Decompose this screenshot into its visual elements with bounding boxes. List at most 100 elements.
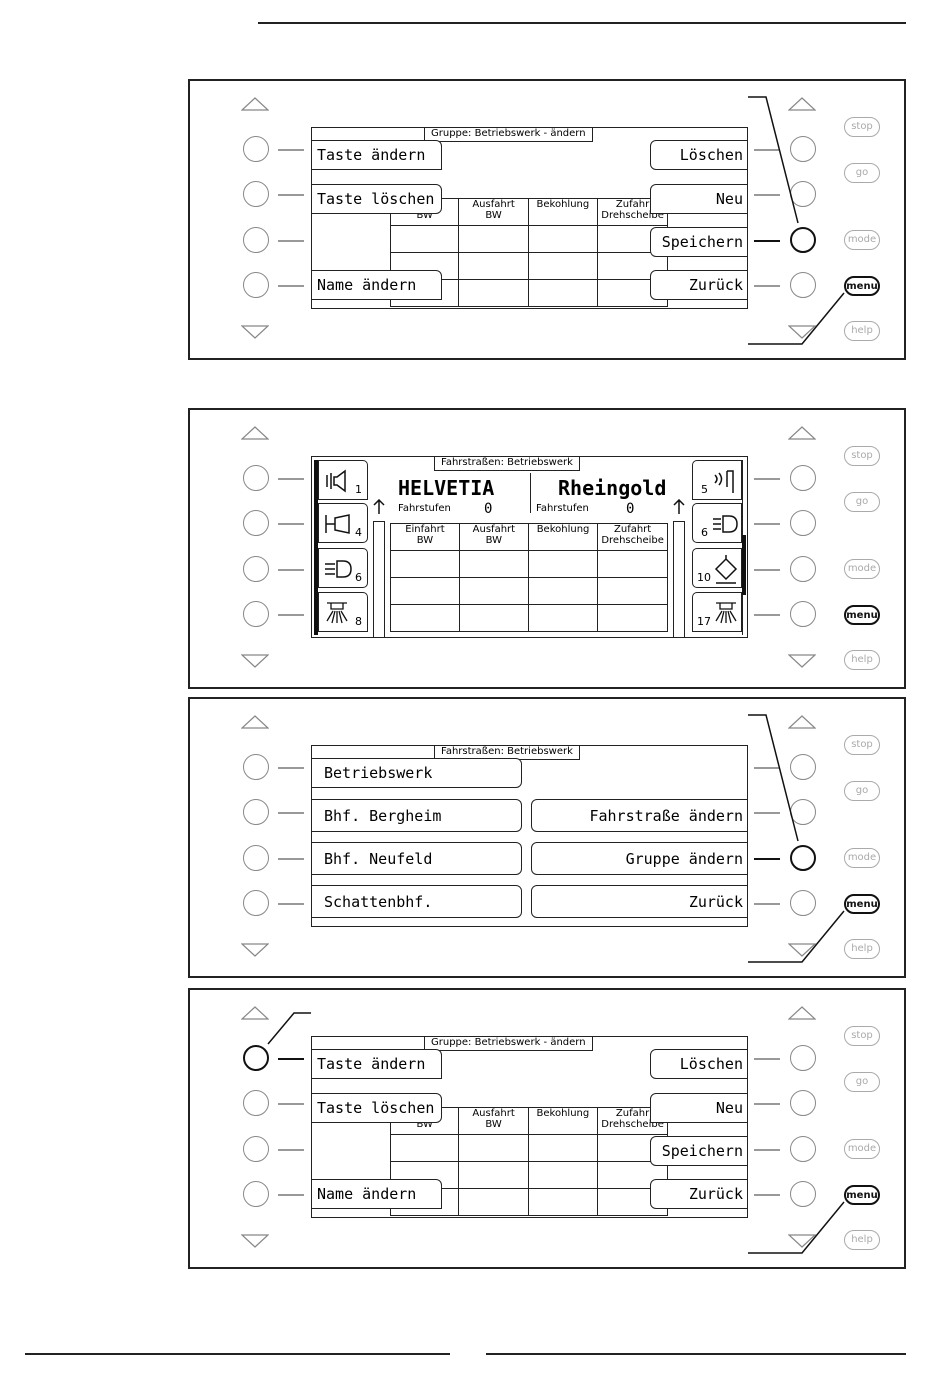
function-key-bell[interactable]: 5 xyxy=(692,460,742,500)
function-key-turntable[interactable]: 10 xyxy=(692,548,742,588)
function-key-sound[interactable]: 1 xyxy=(318,460,368,500)
function-key-headlight[interactable]: 6 xyxy=(318,548,368,588)
softkey-right-3[interactable] xyxy=(790,227,816,253)
group-item-bhf-bergheim[interactable]: Bhf. Bergheim xyxy=(312,799,522,832)
table-cell xyxy=(458,604,529,632)
stop-button[interactable]: stop xyxy=(844,117,880,137)
softkey-right-4[interactable] xyxy=(790,890,816,916)
softkey-right-2[interactable] xyxy=(790,1090,816,1116)
taste-loeschen-button[interactable]: Taste löschen xyxy=(312,1093,442,1123)
speichern-button[interactable]: Speichern xyxy=(650,1136,747,1166)
softkey-right-1[interactable] xyxy=(790,1045,816,1071)
go-button[interactable]: go xyxy=(844,163,880,183)
function-key-horn[interactable]: 4 xyxy=(318,503,368,543)
function-key-lamp-right[interactable]: 17 xyxy=(692,592,742,632)
up-arrow-icon[interactable] xyxy=(241,97,269,111)
up-arrow-icon[interactable] xyxy=(788,97,816,111)
up-arrow-icon[interactable] xyxy=(788,715,816,729)
softkey-left-3[interactable] xyxy=(243,227,269,253)
group-item-bhf-neufeld[interactable]: Bhf. Neufeld xyxy=(312,842,522,875)
down-arrow-icon[interactable] xyxy=(241,654,269,668)
name-aendern-button[interactable]: Name ändern xyxy=(312,270,442,300)
down-arrow-icon[interactable] xyxy=(788,943,816,957)
go-button[interactable]: go xyxy=(844,1072,880,1092)
softkey-left-3[interactable] xyxy=(243,845,269,871)
softkey-left-1[interactable] xyxy=(243,465,269,491)
help-button[interactable]: help xyxy=(844,1230,880,1250)
down-arrow-icon[interactable] xyxy=(241,943,269,957)
mode-button[interactable]: mode xyxy=(844,1139,880,1159)
mode-button[interactable]: mode xyxy=(844,848,880,868)
taste-aendern-button[interactable]: Taste ändern xyxy=(312,140,442,170)
menu-button[interactable]: menu xyxy=(844,894,880,914)
menu-button[interactable]: menu xyxy=(844,1185,880,1205)
softkey-right-4[interactable] xyxy=(790,272,816,298)
softkey-right-1[interactable] xyxy=(790,465,816,491)
taste-loeschen-button[interactable]: Taste löschen xyxy=(312,184,442,214)
speichern-button[interactable]: Speichern xyxy=(650,227,747,257)
softkey-right-3[interactable] xyxy=(790,556,816,582)
softkey-right-2[interactable] xyxy=(790,510,816,536)
mode-button[interactable]: mode xyxy=(844,230,880,250)
table-cell xyxy=(458,577,529,605)
neu-button[interactable]: Neu xyxy=(650,184,747,214)
zurueck-button[interactable]: Zurück xyxy=(531,885,747,918)
function-key-headlight-right[interactable]: 6 xyxy=(692,503,742,543)
up-arrow-icon[interactable] xyxy=(241,426,269,440)
softkey-left-4[interactable] xyxy=(243,272,269,298)
taste-aendern-button[interactable]: Taste ändern xyxy=(312,1049,442,1079)
mode-button[interactable]: mode xyxy=(844,559,880,579)
softkey-left-2[interactable] xyxy=(243,510,269,536)
function-key-light[interactable]: 8 xyxy=(318,592,368,632)
down-arrow-icon[interactable] xyxy=(788,1234,816,1248)
softkey-left-2[interactable] xyxy=(243,181,269,207)
softkey-right-1[interactable] xyxy=(790,136,816,162)
zurueck-button[interactable]: Zurück xyxy=(650,270,747,300)
name-aendern-button[interactable]: Name ändern xyxy=(312,1179,442,1209)
up-arrow-icon[interactable] xyxy=(788,426,816,440)
down-arrow-icon[interactable] xyxy=(788,654,816,668)
down-arrow-icon[interactable] xyxy=(241,1234,269,1248)
go-button[interactable]: go xyxy=(844,492,880,512)
help-button[interactable]: help xyxy=(844,321,880,341)
softkey-left-4[interactable] xyxy=(243,601,269,627)
loeschen-button[interactable]: Löschen xyxy=(650,1049,747,1079)
up-arrow-icon[interactable] xyxy=(241,1006,269,1020)
neu-button[interactable]: Neu xyxy=(650,1093,747,1123)
softkey-left-1[interactable] xyxy=(243,136,269,162)
softkey-right-4[interactable] xyxy=(790,601,816,627)
up-arrow-icon[interactable] xyxy=(241,715,269,729)
gruppe-aendern-button[interactable]: Gruppe ändern xyxy=(531,842,747,875)
stop-button[interactable]: stop xyxy=(844,735,880,755)
right-scrollbar-thumb[interactable] xyxy=(742,535,746,595)
softkey-right-2[interactable] xyxy=(790,799,816,825)
go-button[interactable]: go xyxy=(844,781,880,801)
help-button[interactable]: help xyxy=(844,650,880,670)
softkey-right-4[interactable] xyxy=(790,1181,816,1207)
softkey-right-1[interactable] xyxy=(790,754,816,780)
down-arrow-icon[interactable] xyxy=(788,325,816,339)
softkey-left-1[interactable] xyxy=(243,754,269,780)
zurueck-button[interactable]: Zurück xyxy=(650,1179,747,1209)
menu-button[interactable]: menu xyxy=(844,276,880,296)
fahrstrasse-aendern-button[interactable]: Fahrstraße ändern xyxy=(531,799,747,832)
group-item-schattenbhf[interactable]: Schattenbhf. xyxy=(312,885,522,918)
menu-button[interactable]: menu xyxy=(844,605,880,625)
help-button[interactable]: help xyxy=(844,939,880,959)
softkey-right-3[interactable] xyxy=(790,845,816,871)
up-arrow-icon[interactable] xyxy=(788,1006,816,1020)
stop-button[interactable]: stop xyxy=(844,446,880,466)
loeschen-button[interactable]: Löschen xyxy=(650,140,747,170)
softkey-left-3[interactable] xyxy=(243,1136,269,1162)
softkey-left-2[interactable] xyxy=(243,799,269,825)
softkey-left-1[interactable] xyxy=(243,1045,269,1071)
softkey-left-3[interactable] xyxy=(243,556,269,582)
group-item-betriebswerk[interactable]: Betriebswerk xyxy=(312,758,522,788)
softkey-left-4[interactable] xyxy=(243,890,269,916)
down-arrow-icon[interactable] xyxy=(241,325,269,339)
softkey-right-3[interactable] xyxy=(790,1136,816,1162)
left-scrollbar[interactable] xyxy=(314,460,318,635)
softkey-left-2[interactable] xyxy=(243,1090,269,1116)
softkey-left-4[interactable] xyxy=(243,1181,269,1207)
stop-button[interactable]: stop xyxy=(844,1026,880,1046)
